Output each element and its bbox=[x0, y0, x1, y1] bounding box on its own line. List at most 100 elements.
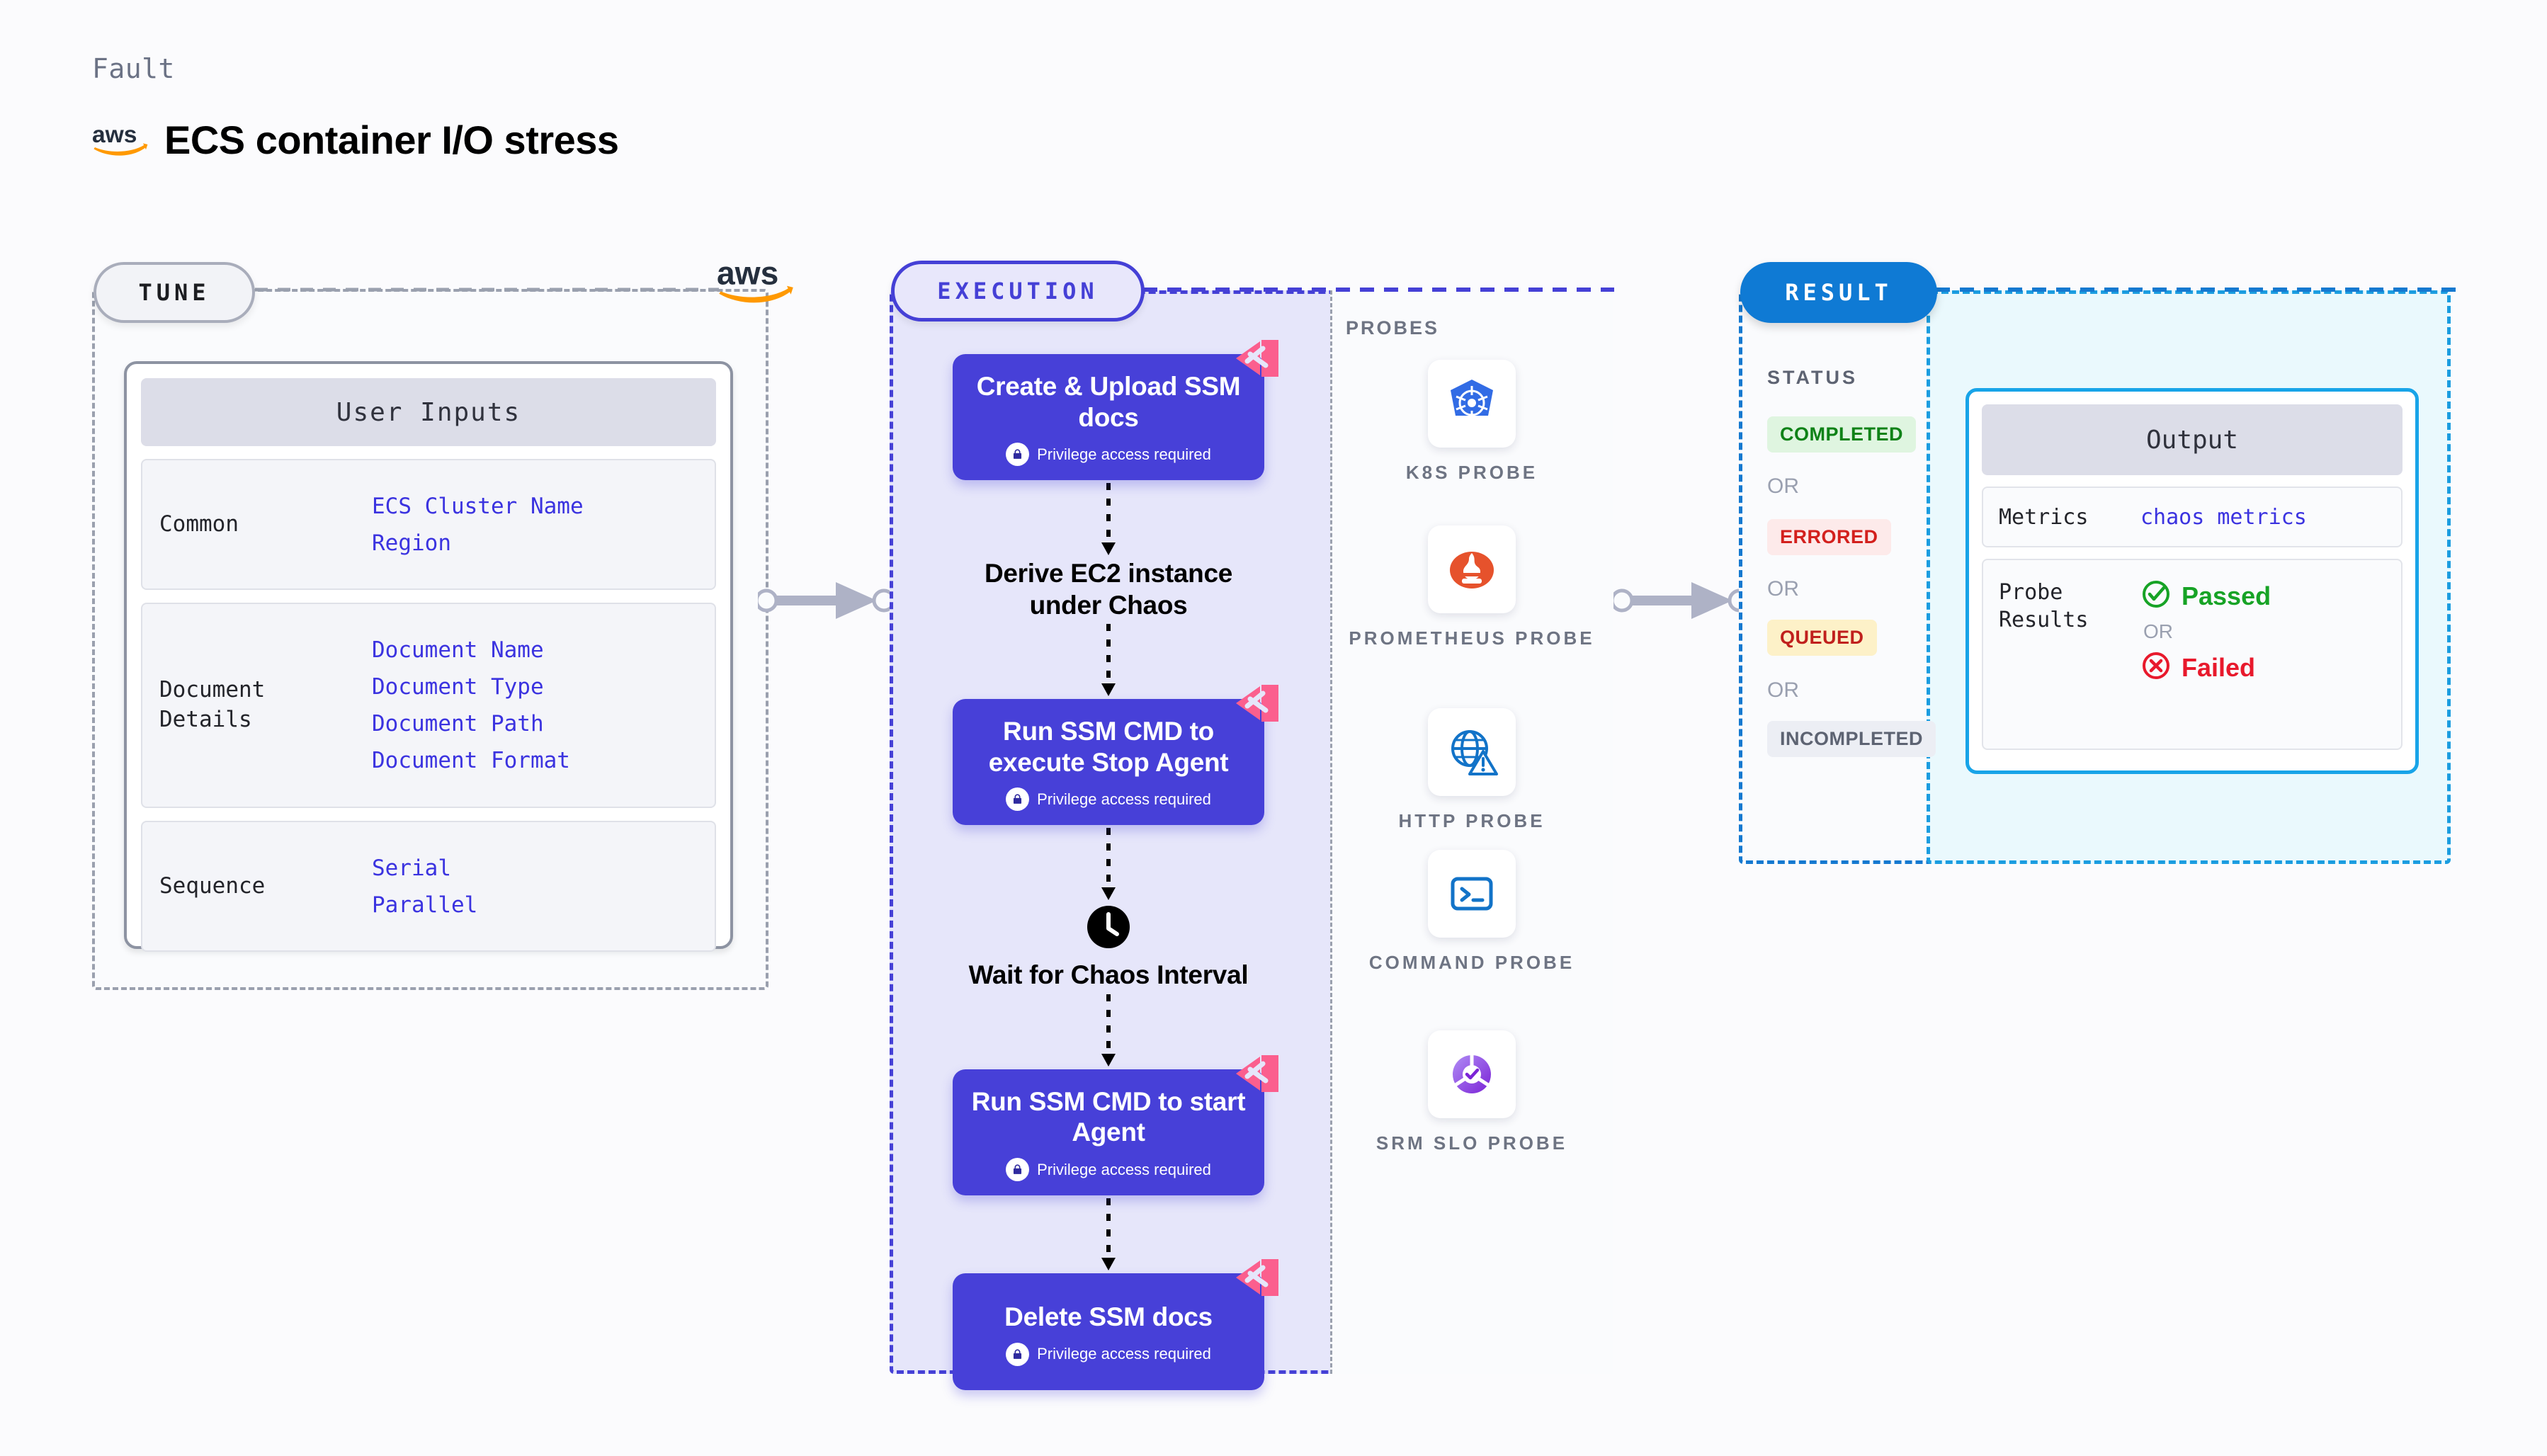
connector-execution-to-result bbox=[1613, 582, 1752, 619]
result-badge: RESULT bbox=[1740, 262, 1937, 323]
input-field-region[interactable]: Region bbox=[372, 530, 451, 556]
probe-result-failed: Failed bbox=[2140, 650, 2271, 685]
failed-label: Failed bbox=[2182, 652, 2256, 682]
privilege-note: Privilege access required bbox=[967, 443, 1250, 467]
metrics-label: Metrics bbox=[1999, 504, 2089, 530]
connector-tune-to-execution bbox=[758, 582, 896, 619]
svg-text:aws: aws bbox=[717, 255, 778, 292]
privilege-text: Privilege access required bbox=[1037, 1160, 1211, 1178]
execution-flow: Create & Upload SSM docs Privilege acces… bbox=[953, 340, 1278, 1390]
probe-result-passed: Passed bbox=[2140, 579, 2271, 613]
step-run-ssm-cmd-start-agent[interactable]: Run SSM CMD to start Agent Privilege acc… bbox=[953, 1054, 1278, 1196]
metrics-value[interactable]: chaos metrics bbox=[2140, 504, 2307, 530]
input-section-common: Common ECS Cluster Name Region bbox=[141, 459, 716, 590]
terminal-icon bbox=[1428, 850, 1516, 938]
flow-arrow bbox=[953, 480, 1264, 558]
section-values: Serial Parallel bbox=[372, 855, 477, 918]
input-section-document-details: Document Details Document Name Document … bbox=[141, 603, 716, 808]
x-circle-icon bbox=[2140, 650, 2172, 685]
tune-badge-connector bbox=[255, 288, 719, 292]
prometheus-icon bbox=[1428, 525, 1516, 613]
section-label: Document Details bbox=[159, 677, 266, 732]
privilege-text: Privilege access required bbox=[1037, 790, 1211, 808]
status-title: STATUS bbox=[1767, 367, 1858, 388]
harness-mark-icon bbox=[1229, 678, 1280, 729]
or-separator: OR bbox=[1767, 474, 1799, 498]
probe-label: COMMAND PROBE bbox=[1368, 952, 1575, 973]
input-field-document-type[interactable]: Document Type bbox=[372, 674, 544, 700]
privilege-note: Privilege access required bbox=[967, 1158, 1250, 1182]
srm-slo-icon bbox=[1428, 1030, 1516, 1118]
probe-srm-slo[interactable]: SRM SLO PROBE bbox=[1330, 1030, 1613, 1156]
section-values: Document Name Document Type Document Pat… bbox=[372, 637, 570, 773]
lock-icon bbox=[1006, 1342, 1030, 1366]
flow-arrow bbox=[953, 621, 1264, 699]
kubernetes-icon bbox=[1428, 360, 1516, 448]
execution-badge: EXECUTION bbox=[891, 261, 1145, 322]
probe-label: HTTP PROBE bbox=[1398, 810, 1545, 831]
svg-text:aws: aws bbox=[92, 122, 137, 148]
input-field-document-name[interactable]: Document Name bbox=[372, 637, 544, 663]
lock-icon bbox=[1006, 787, 1030, 812]
input-option-parallel[interactable]: Parallel bbox=[372, 892, 478, 918]
section-values: ECS Cluster Name Region bbox=[372, 494, 584, 556]
probe-results-label: Probe Results bbox=[1999, 580, 2089, 632]
probes-subpanel bbox=[1330, 290, 1613, 1374]
step-delete-ssm-docs[interactable]: Delete SSM docs Privilege access require… bbox=[953, 1259, 1278, 1390]
input-field-document-format[interactable]: Document Format bbox=[372, 748, 570, 773]
status-badge-queued: QUEUED bbox=[1767, 620, 1877, 656]
flow-arrow bbox=[953, 1195, 1264, 1273]
user-inputs-header: User Inputs bbox=[141, 378, 716, 446]
probe-http[interactable]: HTTP PROBE bbox=[1330, 708, 1613, 834]
fault-label: Fault bbox=[92, 53, 175, 84]
output-row-metrics: Metrics chaos metrics bbox=[1982, 487, 2403, 547]
aws-logo-icon: aws bbox=[92, 121, 149, 159]
privilege-note: Privilege access required bbox=[967, 1342, 1250, 1366]
probes-title: PROBES bbox=[1346, 317, 1440, 339]
clock-icon-wrap bbox=[953, 903, 1264, 951]
output-row-probe-results: Probe Results Passed OR Failed bbox=[1982, 559, 2403, 750]
step-derive-ec2-instance: Derive EC2 instance under Chaos bbox=[984, 559, 1233, 620]
status-badge-errored: ERRORED bbox=[1767, 519, 1891, 555]
section-label: Common bbox=[159, 511, 239, 537]
or-separator: OR bbox=[1767, 577, 1799, 601]
probe-command[interactable]: COMMAND PROBE bbox=[1330, 850, 1613, 975]
output-card: Output Metrics chaos metrics Probe Resul… bbox=[1965, 388, 2419, 774]
step-title: Delete SSM docs bbox=[1004, 1302, 1213, 1332]
step-create-upload-ssm-docs[interactable]: Create & Upload SSM docs Privilege acces… bbox=[953, 340, 1278, 481]
step-title: Wait for Chaos Interval bbox=[968, 960, 1249, 990]
step-title: Create & Upload SSM docs bbox=[976, 372, 1241, 432]
input-field-document-path[interactable]: Document Path bbox=[372, 711, 544, 736]
probe-prometheus[interactable]: PROMETHEUS PROBE bbox=[1330, 525, 1613, 651]
privilege-text: Privilege access required bbox=[1037, 1345, 1211, 1363]
input-field-ecs-cluster-name[interactable]: ECS Cluster Name bbox=[372, 493, 584, 519]
clock-icon bbox=[1084, 903, 1133, 951]
probe-k8s[interactable]: K8S PROBE bbox=[1330, 360, 1613, 485]
input-option-serial[interactable]: Serial bbox=[372, 855, 451, 881]
user-inputs-card: User Inputs Common ECS Cluster Name Regi… bbox=[124, 361, 733, 952]
lock-icon bbox=[1006, 443, 1030, 467]
flow-arrow bbox=[953, 991, 1264, 1069]
step-wait-for-chaos-interval: Wait for Chaos Interval bbox=[953, 903, 1264, 991]
lock-icon bbox=[1006, 1158, 1030, 1182]
or-separator: OR bbox=[2143, 620, 2173, 642]
step-title: Run SSM CMD to execute Stop Agent bbox=[988, 717, 1229, 777]
privilege-text: Privilege access required bbox=[1037, 445, 1211, 463]
status-badge-incompleted: INCOMPLETED bbox=[1767, 721, 1936, 757]
probe-label: SRM SLO PROBE bbox=[1375, 1132, 1568, 1154]
privilege-note: Privilege access required bbox=[967, 787, 1250, 812]
harness-mark-icon bbox=[1229, 333, 1280, 384]
page-title: aws ECS container I/O stress bbox=[92, 117, 619, 163]
probe-results-values: Passed OR Failed bbox=[2140, 579, 2271, 685]
harness-mark-icon bbox=[1229, 1252, 1280, 1303]
harness-mark-icon bbox=[1229, 1048, 1280, 1099]
step-run-ssm-cmd-stop-agent[interactable]: Run SSM CMD to execute Stop Agent Privil… bbox=[953, 685, 1278, 826]
tune-badge: TUNE bbox=[93, 262, 255, 323]
probe-label: K8S PROBE bbox=[1405, 462, 1538, 483]
status-badge-completed: COMPLETED bbox=[1767, 416, 1917, 453]
passed-label: Passed bbox=[2182, 581, 2271, 610]
input-section-sequence: Sequence Serial Parallel bbox=[141, 821, 716, 952]
check-circle-icon bbox=[2140, 579, 2172, 613]
section-label: Sequence bbox=[159, 872, 266, 899]
